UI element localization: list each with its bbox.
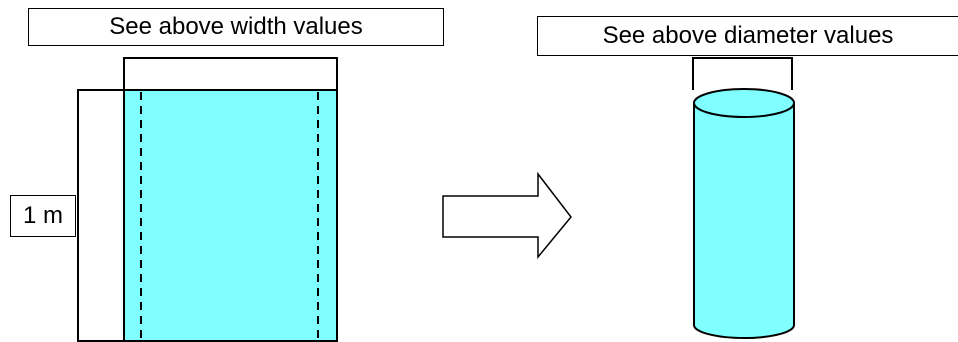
height-label: 1 m — [10, 195, 76, 237]
width-label: See above width values — [28, 8, 444, 46]
diameter-label: See above diameter values — [537, 16, 958, 56]
cylinder — [692, 57, 795, 339]
water-block — [123, 89, 338, 342]
rectangular-block — [77, 57, 338, 342]
height-bracket — [77, 89, 124, 342]
width-bracket — [123, 57, 338, 90]
cylinder-top — [693, 88, 795, 118]
diameter-bracket — [692, 57, 793, 90]
arrow-right-icon — [442, 171, 572, 260]
cylinder-body — [693, 104, 795, 339]
